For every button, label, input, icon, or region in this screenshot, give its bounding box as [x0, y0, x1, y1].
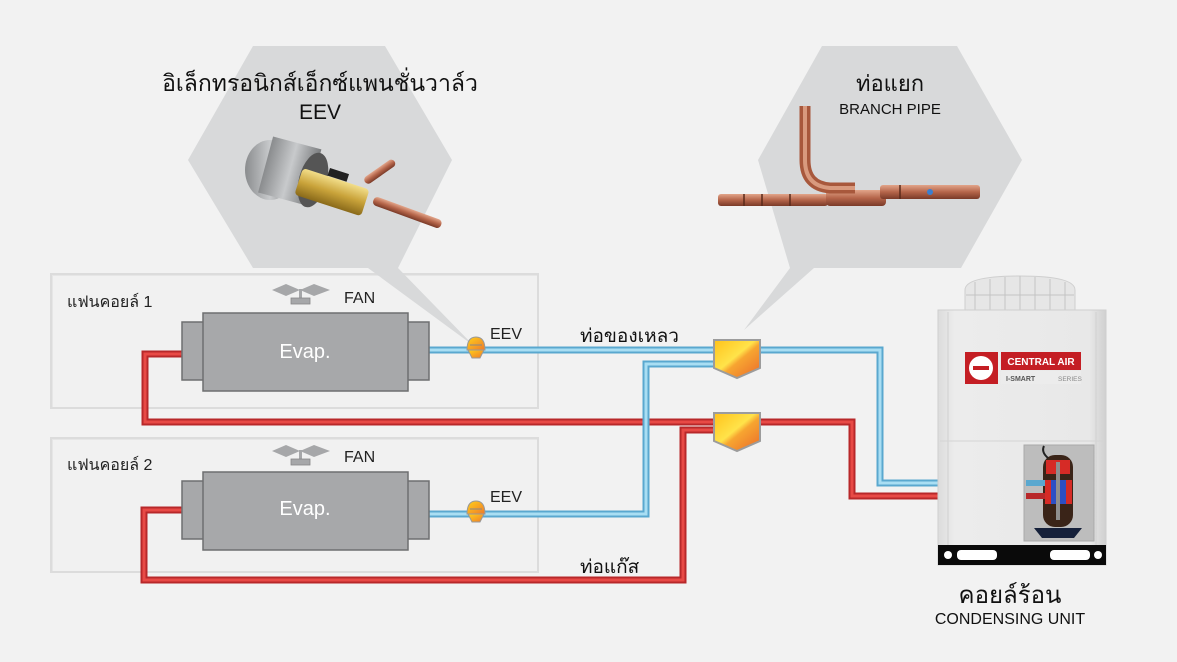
- branch-callout-title-en: BRANCH PIPE: [839, 101, 941, 118]
- eev-valve-icon-2: [466, 500, 486, 523]
- series-name: I-SMART: [1006, 376, 1036, 383]
- fan-icon-1: [272, 284, 330, 305]
- branch-pipe-photo: [718, 106, 980, 206]
- eev-valve-icon-1: [466, 336, 486, 359]
- eev-callout-title-en: EEV: [298, 101, 342, 124]
- series-suffix: SERIES: [1058, 376, 1083, 383]
- fan-icon-2: [272, 445, 330, 466]
- evaporator-1-label: Evap.: [279, 341, 330, 363]
- fan-1-label: FAN: [344, 290, 376, 307]
- compressor-icon: [1034, 445, 1082, 538]
- branch-callout-title-th: ท่อแยก: [855, 71, 925, 96]
- condensing-unit-title-th: คอยล์ร้อน: [958, 582, 1062, 609]
- gas-pipe-label: ท่อแก๊ส: [580, 557, 640, 578]
- branch-joint-gas: [713, 412, 761, 453]
- eev-valve-photo: [245, 136, 442, 228]
- fan-2-label: FAN: [344, 449, 376, 466]
- condensing-unit: CENTRAL AIR I-SMART SERIES: [937, 275, 1107, 566]
- condensing-unit-title-en: CONDENSING UNIT: [934, 611, 1086, 628]
- evaporator-1: Evap.: [181, 312, 430, 392]
- liquid-pipe-coil-2: [428, 360, 720, 518]
- evaporator-2: Evap.: [181, 471, 430, 551]
- eev-1-label: EEV: [490, 326, 523, 343]
- fan-coil-1-label: แฟนคอยล์ 1: [67, 294, 153, 311]
- fan-coil-2-label: แฟนคอยล์ 2: [67, 457, 153, 474]
- liquid-pipe-label: ท่อของเหลว: [580, 326, 679, 347]
- brand-name: CENTRAL AIR: [1007, 357, 1075, 368]
- branch-joint-liquid: [713, 339, 761, 380]
- evaporator-2-label: Evap.: [279, 498, 330, 520]
- eev-callout-title-th: อิเล็กทรอนิกส์เอ็กซ์แพนชั่นวาล์ว: [162, 70, 478, 96]
- eev-2-label: EEV: [490, 489, 523, 506]
